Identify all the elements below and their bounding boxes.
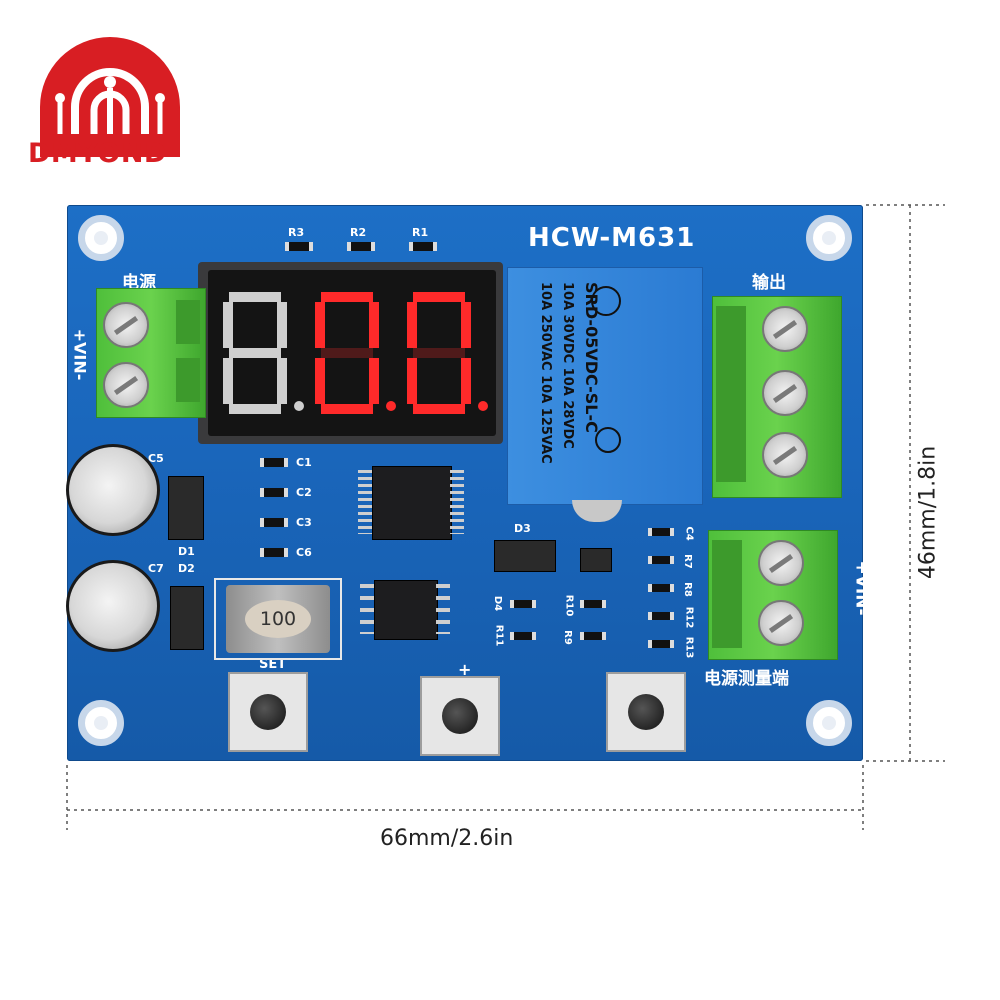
output-screw-1 [762,306,808,352]
resistor-r1 [409,242,437,251]
minus-button[interactable] [628,694,664,730]
label-d3: D3 [514,522,531,535]
resistor-r9 [580,632,606,640]
mount-hole-bottom-right [806,700,852,746]
cap-c1 [260,458,288,467]
label-r3: R3 [288,226,305,239]
cap-c2 [260,488,288,497]
terminal-slot [712,540,742,648]
brand-name: DMYOND [28,138,167,169]
width-dimension-label: 66mm/2.6in [380,826,514,851]
resistor-r10 [580,600,606,608]
diode-d2 [170,586,204,650]
diode-d4 [510,600,536,608]
output-label: 输出 [752,273,786,293]
mcu-chip [372,466,452,540]
set-button[interactable] [250,694,286,730]
terminal-slot [176,300,200,344]
resistor-r8 [648,584,674,592]
power-screw-2 [103,362,149,408]
chip-pins [450,470,464,534]
label-c1: C1 [296,456,312,469]
cap-c4 [648,528,674,536]
power-screw-1 [103,302,149,348]
capacitor-c7 [66,560,160,652]
measure-screw-1 [758,540,804,586]
set-button-base [228,672,308,752]
diode-d3 [494,540,556,572]
inductor-outline [214,578,342,660]
label-c3: C3 [296,516,312,529]
resistor-r7 [648,556,674,564]
resistor-r11 [510,632,536,640]
regulator-chip [374,580,438,640]
resistor-r13 [648,640,674,648]
chip-pins [360,584,374,634]
diode-d1 [168,476,204,540]
board-model: HCW-M631 [528,223,696,253]
label-r1: R1 [412,226,429,239]
label-c5: C5 [148,452,164,465]
label-r2: R2 [350,226,367,239]
output-screw-3 [762,432,808,478]
ccc-mark-icon [591,286,621,316]
mount-hole-top-right [806,215,852,261]
plus-button-label: + [458,660,472,679]
seven-segment-digits [223,292,488,414]
terminal-slot [716,306,746,482]
transistor [580,548,612,572]
label-c2: C2 [296,486,312,499]
mount-hole-bottom-left [78,700,124,746]
terminal-slot [176,358,200,402]
cap-c3 [260,518,288,527]
resistor-r3 [285,242,313,251]
brand-logo [40,37,180,157]
cap-c6 [260,548,288,557]
label-d2: D2 [178,562,195,575]
plus-button[interactable] [442,698,478,734]
ul-mark-icon [595,427,621,453]
label-c6: C6 [296,546,312,559]
label-c7: C7 [148,562,164,575]
chip-pins [358,470,372,534]
relay-module [507,267,703,505]
measure-label: 电源测量端 [704,669,789,689]
resistor-r2 [347,242,375,251]
relay-diode-bridge [572,500,622,522]
resistor-r12 [648,612,674,620]
height-dimension-label: 46mm/1.8in [915,445,941,580]
capacitor-c5 [66,444,160,536]
chip-pins [436,584,450,634]
measure-screw-2 [758,600,804,646]
label-d1: D1 [178,545,195,558]
inductor-value: 100 [245,600,311,638]
mount-hole-top-left [78,215,124,261]
output-screw-2 [762,370,808,416]
set-button-label: SET [259,657,287,672]
